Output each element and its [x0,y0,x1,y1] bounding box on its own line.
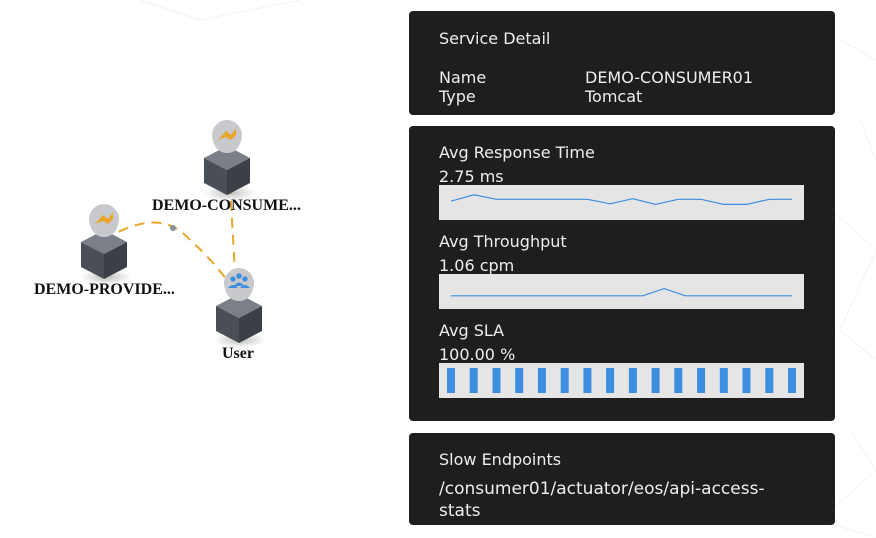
node-consumer[interactable] [204,120,256,201]
tomcat-icon [89,204,119,237]
edge-provider-user [103,221,235,291]
slow-endpoints-title: Slow Endpoints [439,450,562,469]
throughput-chart [451,287,792,297]
node-user[interactable] [214,268,266,348]
sla-value: 100.00 % [439,345,516,364]
panel-title: Service Detail [439,29,551,48]
sla-bar [560,368,569,393]
sla-bar [515,368,524,393]
sla-bar [447,368,455,393]
sla-title: Avg SLA [439,321,505,340]
sla-bar [742,368,751,393]
node-label-user[interactable]: User [222,345,254,362]
response-time-sparkline[interactable] [439,185,804,220]
metrics-panel: Avg Response Time 2.75 ms Avg Throughput… [409,126,835,421]
sla-bar [469,368,478,393]
sla-bar [628,368,637,393]
service-detail-panel: Service Detail Name DEMO-CONSUMER01 Type… [409,11,835,115]
sla-bar [765,368,774,393]
sla-bar [583,368,592,393]
sla-bar [719,368,728,393]
type-value: Tomcat [585,87,643,106]
response-time-value: 2.75 ms [439,167,504,186]
throughput-title: Avg Throughput [439,232,567,251]
name-value: DEMO-CONSUMER01 [585,68,754,87]
sla-bar [606,368,615,393]
node-label-consumer[interactable]: DEMO-CONSUME... [152,197,301,214]
node-provider[interactable] [80,204,132,285]
throughput-line [451,287,792,297]
type-label: Type [439,87,476,106]
slow-endpoints-panel: Slow Endpoints /consumer01/actuator/eos/… [409,433,835,525]
slow-endpoint-item[interactable]: /consumer01/actuator/eos/api-access-stat… [439,479,765,521]
response-time-chart [450,194,792,206]
sla-bar [492,368,501,393]
sla-bar [697,368,706,393]
user-group-icon [224,268,254,301]
type-row: Type Tomcat [439,87,825,106]
throughput-value: 1.06 cpm [439,256,515,275]
sla-barchart[interactable] [439,363,804,398]
name-row: Name DEMO-CONSUMER01 [439,68,825,87]
sla-bar [788,368,796,393]
sla-bar [651,368,660,393]
node-label-provider[interactable]: DEMO-PROVIDE... [34,281,175,298]
tomcat-icon [212,120,242,153]
throughput-sparkline[interactable] [439,274,804,309]
sla-bar [674,368,683,393]
response-time-title: Avg Response Time [439,143,595,162]
topology-graph [80,120,266,348]
response-time-line [450,194,792,206]
name-label: Name [439,68,487,87]
edge-midpoint-marker [170,225,176,231]
sla-chart [447,368,796,393]
sla-bar [537,368,546,393]
topology-view[interactable]: DEMO-CONSUME... DEMO-PROVIDE... User [0,0,400,538]
